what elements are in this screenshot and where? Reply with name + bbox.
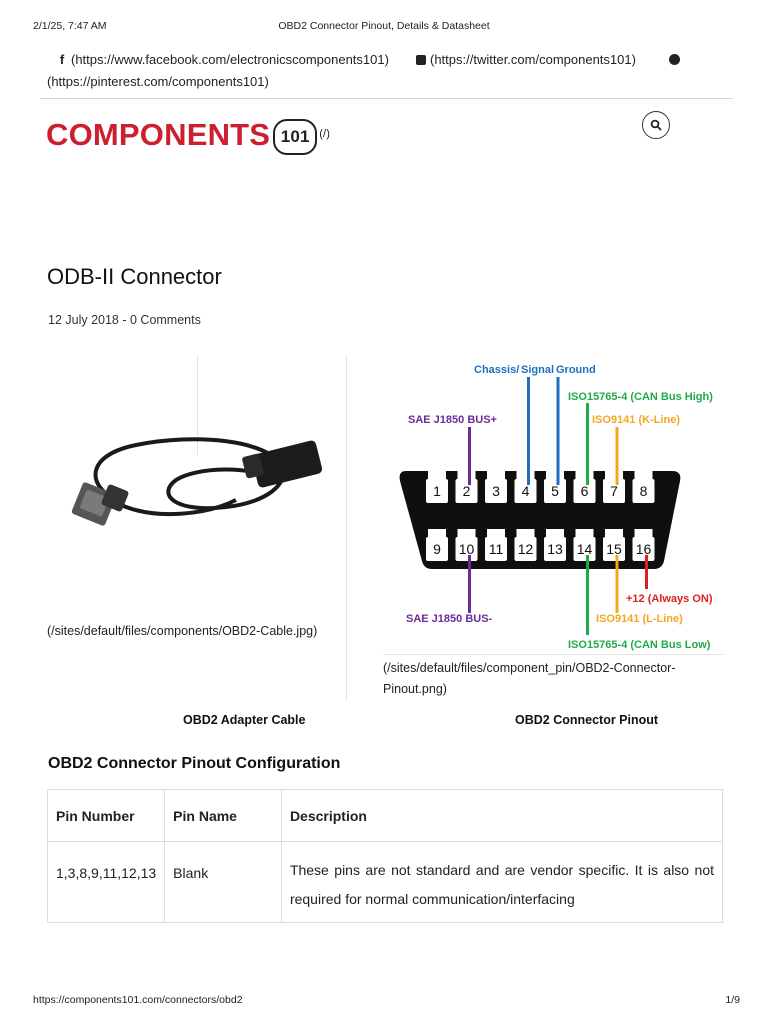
top-pin-label: 7 [610,483,618,499]
label-signal: Signal [521,364,554,376]
pin-11: 11 [485,529,507,561]
header-divider [40,98,733,99]
pinout-link-line2: Pinout.png) [383,682,447,696]
section-title: OBD2 Connector Pinout Configuration [48,755,341,772]
pin-number-cell: 1,3,8,9,11,12,13 [46,841,166,923]
top-pin-label: 8 [640,483,648,499]
pinout-link-line1: (/sites/default/files/component_pin/OBD2… [383,661,676,675]
obd2-cable-image[interactable] [66,425,336,545]
pin-7: 7 [603,471,625,503]
pinout-divider [383,654,723,655]
label-always-on: +12 (Always ON) [626,593,713,605]
page-number: 1/9 [725,994,740,1006]
logo-text: COMPONENTS [46,117,271,152]
label-chassis: Chassis/ [474,364,519,376]
facebook-link[interactable]: f (https://www.facebook.com/electronicsco… [56,52,389,67]
top-pin-label: 6 [581,483,589,499]
search-icon [650,119,662,131]
label-kline: ISO9141 (K-Line) [592,414,680,426]
pin-6: 6 [573,471,596,503]
top-pin-label: 4 [522,483,530,499]
logo-badge: 101 [273,119,318,155]
top-pin-label: 1 [433,483,441,499]
pin-15: 15 [603,529,625,561]
pin-3: 3 [485,471,507,503]
pin-1: 1 [426,471,448,503]
pinout-caption: OBD2 Connector Pinout [515,713,659,727]
cable-caption: OBD2 Adapter Cable [183,713,306,727]
pinout-table: Pin Number Pin Name Description 1,3,8,9,… [46,789,724,923]
pinterest-icon [669,54,680,65]
label-sae-plus: SAE J1850 BUS+ [408,414,497,426]
table-header: Pin Name [164,789,282,842]
facebook-link-text: (https://www.facebook.com/electronicscom… [71,52,389,67]
pinterest-link-text[interactable]: (https://pinterest.com/components101) [47,74,269,89]
twitter-icon [416,55,426,65]
bottom-pin-label: 12 [518,541,534,557]
bottom-pin-label: 13 [547,541,563,557]
pin-5: 5 [544,471,566,503]
twitter-link-text: (https://twitter.com/components101) [430,52,636,67]
pin-13: 13 [544,529,566,561]
top-pin-label: 2 [463,483,471,499]
table-header-row: Pin Number Pin Name Description [46,789,724,842]
pinout-image-link[interactable]: (/sites/default/files/component_pin/OBD2… [383,658,676,700]
pin-name-cell: Blank [164,841,282,923]
top-pin-label: 5 [551,483,559,499]
top-pin-label: 3 [492,483,500,499]
bottom-pin-label: 11 [489,541,504,557]
label-sae-minus: SAE J1850 BUS- [406,613,493,625]
pin-14: 14 [573,529,596,561]
cable-image-link[interactable]: (/sites/default/files/components/OBD2-Ca… [47,624,318,638]
pin-10: 10 [455,529,478,561]
bottom-pin-label: 14 [577,541,593,557]
print-url: https://components101.com/connectors/obd… [33,994,243,1006]
bottom-pin-label: 15 [606,541,622,557]
bottom-pin-label: 10 [459,541,475,557]
pin-9: 9 [426,529,448,561]
pinterest-link[interactable] [669,52,680,67]
pin-4: 4 [514,471,537,503]
table-row: 1,3,8,9,11,12,13 Blank These pins are no… [46,841,724,923]
print-document-title: OBD2 Connector Pinout, Details & Datashe… [278,20,490,32]
logo-link-text: (/) [319,128,331,140]
article-meta: 12 July 2018 - 0 Comments [48,313,201,327]
search-button[interactable] [642,111,670,139]
page-title: ODB-II Connector [47,264,222,289]
pin-12: 12 [514,529,537,561]
label-lline: ISO9141 (L-Line) [596,613,683,625]
column-divider [346,355,347,700]
pin-2: 2 [455,471,478,503]
table-header: Description [280,789,724,842]
twitter-link[interactable]: (https://twitter.com/components101) [416,52,636,67]
column-divider [197,355,198,455]
pin-8: 8 [632,471,655,503]
facebook-icon: f [59,52,65,67]
label-can-high: ISO15765-4 (CAN Bus High) [568,391,713,403]
table-header: Pin Number [46,789,166,842]
bottom-pin-label: 9 [433,541,441,557]
label-ground: Ground [556,364,596,376]
label-can-low: ISO15765-4 (CAN Bus Low) [568,639,711,651]
bottom-pin-label: 16 [636,541,652,557]
print-datetime: 2/1/25, 7:47 AM [33,20,107,32]
description-cell: These pins are not standard and are vend… [280,841,724,923]
pin-16: 16 [632,529,655,561]
